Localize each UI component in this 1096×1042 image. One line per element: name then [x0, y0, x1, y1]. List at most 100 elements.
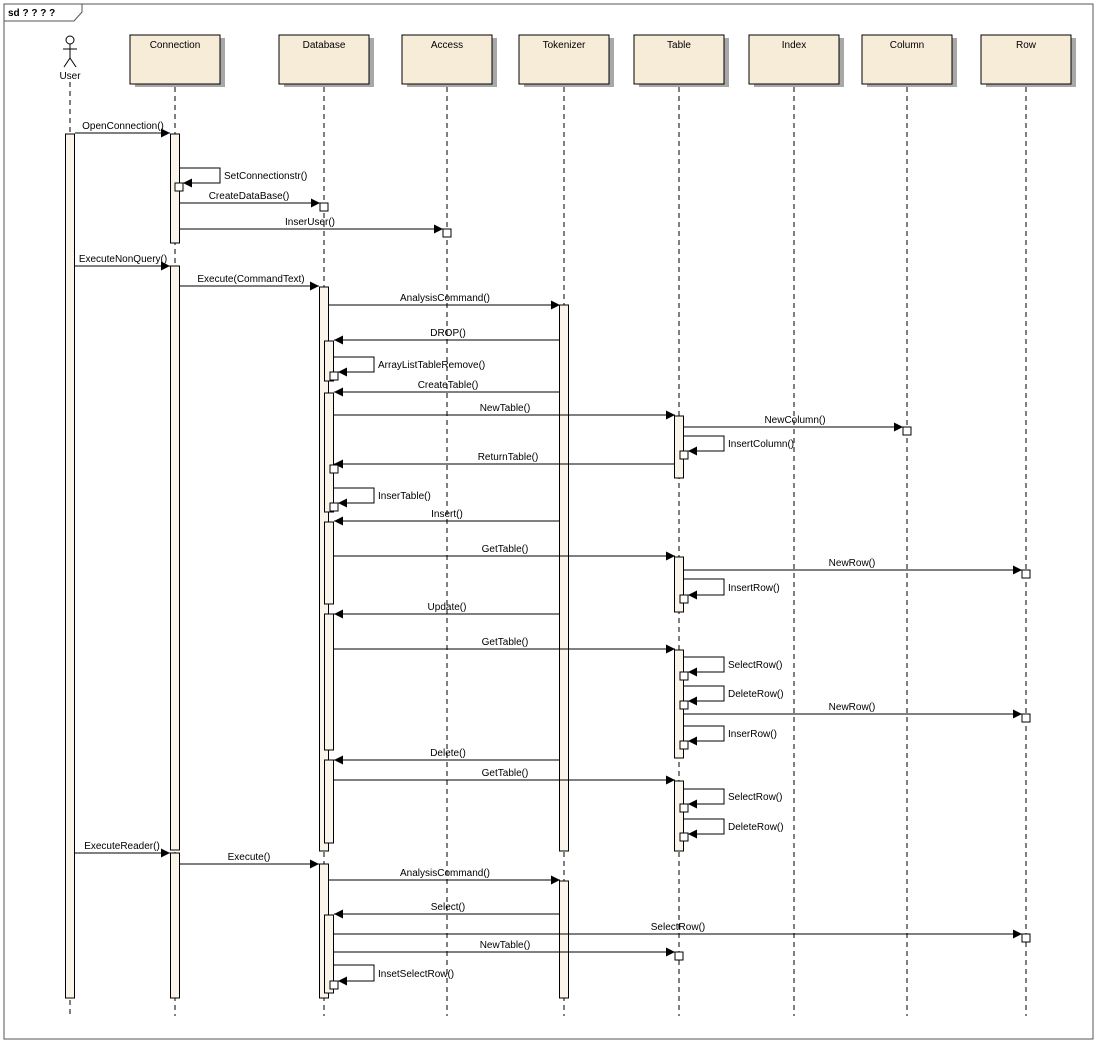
actor-label: User — [59, 71, 81, 82]
message-label: DeleteRow() — [728, 689, 784, 700]
execution-box — [329, 980, 339, 990]
message-5: ExecuteNonQuery() — [75, 254, 170, 271]
self-message-arrow — [684, 818, 725, 839]
message-label: Execute(CommandText) — [197, 274, 304, 285]
activation-bar — [324, 521, 334, 605]
message-29: DeleteRow() — [684, 818, 784, 839]
message-label: GetTable() — [482, 544, 529, 555]
message-label: SelectRow() — [651, 922, 705, 933]
message-label: SetConnectionstr() — [224, 171, 307, 182]
message-12: NewColumn() — [684, 415, 903, 432]
message-label: SelectRow() — [728, 792, 782, 803]
lifeline-head-connection — [129, 34, 221, 85]
message-label: InserRow() — [728, 729, 777, 740]
message-label: InsertColumn() — [728, 439, 794, 450]
self-message-arrow — [684, 725, 725, 746]
self-message-arrow — [334, 964, 375, 986]
activation-bar — [324, 914, 334, 994]
activation-bar — [559, 304, 569, 852]
lifeline-head-row — [980, 34, 1072, 85]
execution-box — [679, 740, 689, 750]
frame-title: sd ? ? ? ? — [8, 8, 55, 19]
message-label: InsertRow() — [728, 583, 780, 594]
frame-title-tab — [3, 3, 83, 22]
message-label: Delete() — [430, 748, 466, 759]
message-26: Delete() — [334, 748, 560, 765]
lifeline-head-index — [748, 34, 840, 85]
lifeline-head-column — [861, 34, 953, 85]
lifeline-label-tokenizer: Tokenizer — [543, 40, 586, 51]
activation-bar — [559, 880, 569, 999]
lifeline-head-access — [401, 34, 493, 85]
message-4: InserUser() — [180, 217, 443, 234]
self-message-arrow — [684, 685, 725, 706]
execution-box — [1021, 713, 1031, 723]
activation-bar — [170, 852, 180, 999]
message-label: NewTable() — [480, 940, 531, 951]
message-label: InserUser() — [285, 217, 335, 228]
message-label: GetTable() — [482, 637, 529, 648]
execution-box — [679, 450, 689, 460]
actor-user-icon — [63, 35, 77, 68]
execution-box — [1021, 933, 1031, 943]
message-16: Insert() — [334, 509, 560, 526]
message-32: AnalysisCommand() — [329, 868, 560, 885]
message-label: CreateDataBase() — [209, 191, 290, 202]
message-1: OpenConnection() — [75, 121, 170, 138]
message-3: CreateDataBase() — [180, 191, 320, 208]
message-label: ArrayListTableRemove() — [378, 360, 485, 371]
self-message-arrow — [684, 656, 725, 677]
activation-bar — [324, 613, 334, 751]
message-label: OpenConnection() — [82, 121, 164, 132]
activation-bar — [324, 759, 334, 844]
self-message-arrow — [684, 578, 725, 600]
message-label: AnalysisCommand() — [400, 293, 490, 304]
message-36: InsetSelectRow() — [334, 964, 454, 986]
message-19: InsertRow() — [684, 578, 780, 600]
message-33: Select() — [334, 902, 560, 919]
message-label: ReturnTable() — [478, 452, 539, 463]
message-label: ExecuteNonQuery() — [79, 254, 167, 265]
activation-bar — [170, 265, 180, 851]
message-label: ExecuteReader() — [84, 841, 160, 852]
execution-box — [674, 951, 684, 961]
message-label: NewColumn() — [764, 415, 825, 426]
execution-box — [679, 594, 689, 604]
execution-box — [329, 464, 339, 474]
message-28: SelectRow() — [684, 788, 782, 809]
execution-box — [174, 182, 184, 192]
message-27: GetTable() — [334, 768, 675, 785]
self-message-arrow — [334, 487, 375, 508]
message-label: CreateTable() — [418, 380, 479, 391]
message-11: NewTable() — [334, 403, 675, 420]
lifeline-label-access: Access — [431, 40, 463, 51]
message-18: NewRow() — [684, 558, 1022, 575]
message-6: Execute(CommandText) — [180, 274, 319, 291]
message-22: SelectRow() — [684, 656, 782, 677]
lifeline-label-connection: Connection — [150, 40, 201, 51]
message-label: DROP() — [430, 328, 466, 339]
message-label: Update() — [428, 602, 467, 613]
activation-bar — [65, 133, 75, 999]
message-label: Insert() — [431, 509, 463, 520]
message-14: ReturnTable() — [334, 452, 675, 469]
execution-box — [442, 228, 452, 238]
message-10: CreateTable() — [334, 380, 560, 397]
self-message-arrow — [334, 356, 375, 377]
execution-box — [329, 371, 339, 381]
message-2: SetConnectionstr() — [179, 167, 307, 188]
message-34: SelectRow() — [334, 922, 1022, 939]
message-17: GetTable() — [334, 544, 675, 561]
message-label: SelectRow() — [728, 660, 782, 671]
execution-box — [679, 832, 689, 842]
message-label: NewRow() — [829, 702, 876, 713]
message-label: InsetSelectRow() — [378, 969, 454, 980]
message-23: DeleteRow() — [684, 685, 784, 706]
execution-box — [679, 700, 689, 710]
message-9: ArrayListTableRemove() — [334, 356, 485, 377]
lifeline-head-table — [633, 34, 725, 85]
activation-bar — [674, 556, 684, 613]
message-24: NewRow() — [684, 702, 1022, 719]
self-message-arrow — [684, 788, 725, 809]
